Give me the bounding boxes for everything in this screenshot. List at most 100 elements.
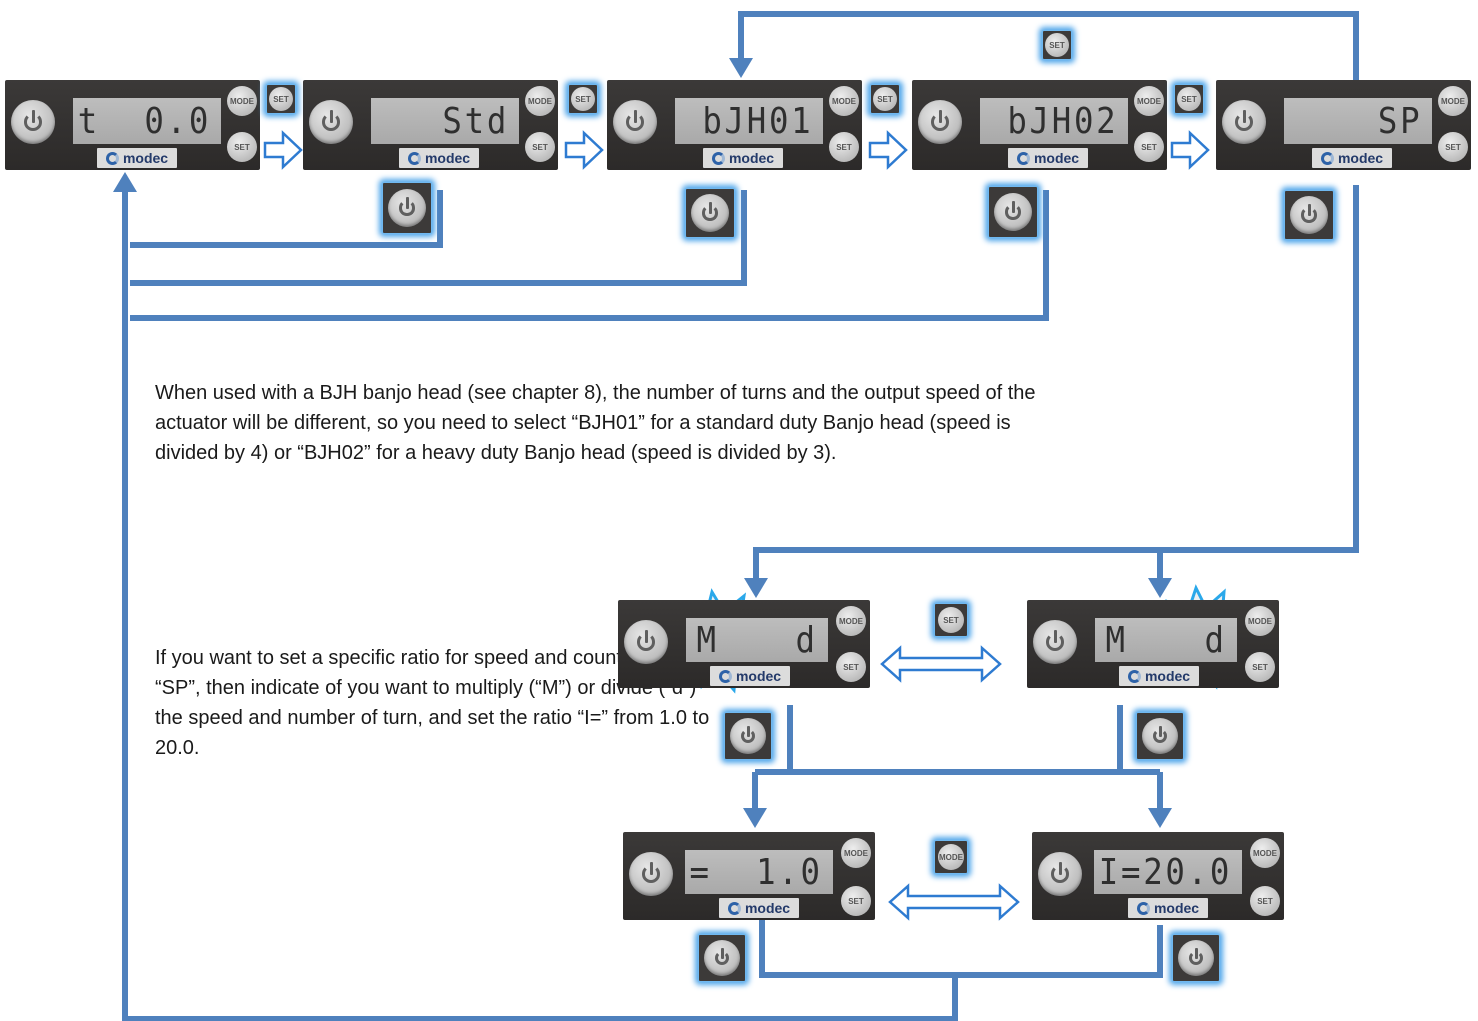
brand-ring-icon	[718, 669, 732, 683]
set-button-highlight[interactable]: SET	[870, 84, 900, 114]
mode-button[interactable]: MODE	[525, 86, 555, 116]
set-button-highlight[interactable]: SET	[266, 84, 296, 114]
set-button[interactable]: SET	[873, 87, 897, 111]
display-value: SP	[1377, 100, 1422, 142]
set-button[interactable]: SET	[227, 132, 257, 162]
mode-button[interactable]: MODE	[1134, 86, 1164, 116]
power-icon[interactable]	[730, 718, 766, 754]
return-bjh01	[130, 190, 747, 286]
set-button[interactable]: SET	[829, 132, 859, 162]
power-icon[interactable]	[1290, 196, 1328, 234]
double-arrow-icon	[888, 883, 1020, 921]
power-button-highlight[interactable]	[698, 934, 746, 982]
controller-panel-sp: SP MODE SET modec	[1216, 80, 1471, 170]
brand-name: modec	[728, 150, 775, 166]
set-button[interactable]: SET	[1250, 886, 1280, 916]
power-icon[interactable]	[918, 100, 962, 144]
set-button[interactable]: SET	[938, 607, 964, 633]
brand-name: modec	[424, 150, 471, 166]
set-button-highlight[interactable]: SET	[934, 603, 968, 637]
mode-button[interactable]: MODE	[227, 86, 257, 116]
power-button-highlight[interactable]	[685, 188, 735, 238]
set-button-highlight[interactable]: SET	[568, 84, 598, 114]
mode-button-highlight[interactable]: MODE	[934, 840, 968, 874]
power-button-highlight[interactable]	[724, 712, 772, 760]
mode-button[interactable]: MODE	[829, 86, 859, 116]
brand-ring-icon	[1320, 151, 1334, 165]
lcd-display: bJH02	[980, 98, 1128, 144]
power-button-highlight[interactable]	[382, 182, 432, 234]
mode-button[interactable]: MODE	[1250, 838, 1280, 868]
brand-logo: modec	[97, 148, 177, 168]
mode-button[interactable]: MODE	[938, 844, 964, 870]
return-bjh02	[130, 190, 1049, 321]
set-button[interactable]: SET	[269, 87, 293, 111]
set-button-highlight[interactable]: SET	[1042, 30, 1072, 60]
lcd-display: I= 1.0	[685, 850, 833, 894]
controller-panel-turns: t 0.0 MODE SET modec	[5, 80, 260, 170]
set-button[interactable]: SET	[1045, 33, 1069, 57]
display-multiply: M	[696, 619, 719, 661]
power-icon[interactable]	[1033, 620, 1077, 664]
power-button-highlight[interactable]	[1172, 934, 1220, 982]
brand-name: modec	[735, 668, 782, 684]
return-main	[122, 185, 958, 1021]
power-button-highlight[interactable]	[1136, 712, 1184, 760]
brand-logo: modec	[1312, 148, 1392, 168]
brand-ring-icon	[1016, 151, 1030, 165]
banjo-note: When used with a BJH banjo head (see cha…	[155, 382, 1036, 464]
set-button[interactable]: SET	[1177, 87, 1201, 111]
brand-ring-icon	[105, 151, 119, 165]
brand-logo: modec	[1008, 148, 1088, 168]
set-button[interactable]: SET	[1245, 652, 1275, 682]
power-icon[interactable]	[624, 620, 668, 664]
power-icon[interactable]	[1038, 852, 1082, 896]
power-icon[interactable]	[1178, 940, 1214, 976]
set-button[interactable]: SET	[841, 886, 871, 916]
arrowhead-ratio-right	[1148, 808, 1172, 828]
mode-button[interactable]: MODE	[1245, 606, 1275, 636]
loop-sp-to-bjh01	[738, 11, 1359, 80]
mode-button[interactable]: MODE	[836, 606, 866, 636]
power-button-highlight[interactable]	[1284, 190, 1334, 240]
power-icon[interactable]	[994, 193, 1032, 231]
arrowhead-ratio-left	[743, 808, 767, 828]
power-button-highlight[interactable]	[988, 186, 1038, 238]
arrowhead-md-left	[744, 578, 768, 598]
power-icon[interactable]	[309, 100, 353, 144]
mode-button[interactable]: MODE	[841, 838, 871, 868]
brand-ring-icon	[1127, 669, 1141, 683]
display-value: bJH02	[1006, 100, 1118, 142]
set-button[interactable]: SET	[571, 87, 595, 111]
power-icon[interactable]	[691, 194, 729, 232]
power-icon[interactable]	[388, 189, 426, 227]
power-icon[interactable]	[704, 940, 740, 976]
set-button[interactable]: SET	[1134, 132, 1164, 162]
set-button[interactable]: SET	[836, 652, 866, 682]
controller-panel-bjh02: bJH02 MODE SET modec	[912, 80, 1167, 170]
set-button[interactable]: SET	[1438, 132, 1468, 162]
mode-button[interactable]: MODE	[1438, 86, 1468, 116]
brand-ring-icon	[727, 901, 741, 915]
lcd-display: bJH01	[675, 98, 823, 144]
set-button[interactable]: SET	[525, 132, 555, 162]
set-button-highlight[interactable]: SET	[1174, 84, 1204, 114]
lcd-display: t 0.0	[73, 98, 221, 144]
power-icon[interactable]	[613, 100, 657, 144]
brand-name: modec	[1337, 150, 1384, 166]
display-value: Std	[442, 100, 509, 142]
power-icon[interactable]	[1142, 718, 1178, 754]
brand-name: modec	[1153, 900, 1200, 916]
power-icon[interactable]	[11, 100, 55, 144]
ratio-return	[759, 920, 1163, 978]
lcd-display: SP	[1284, 98, 1432, 144]
brand-ring-icon	[407, 151, 421, 165]
double-arrow-icon	[880, 645, 1002, 683]
hollow-arrow-icon	[263, 130, 303, 170]
sp-to-md	[753, 185, 1359, 580]
power-icon[interactable]	[1222, 100, 1266, 144]
brand-logo: modec	[710, 666, 790, 686]
power-icon[interactable]	[629, 852, 673, 896]
display-divide: d	[795, 619, 818, 661]
brand-ring-icon	[711, 151, 725, 165]
